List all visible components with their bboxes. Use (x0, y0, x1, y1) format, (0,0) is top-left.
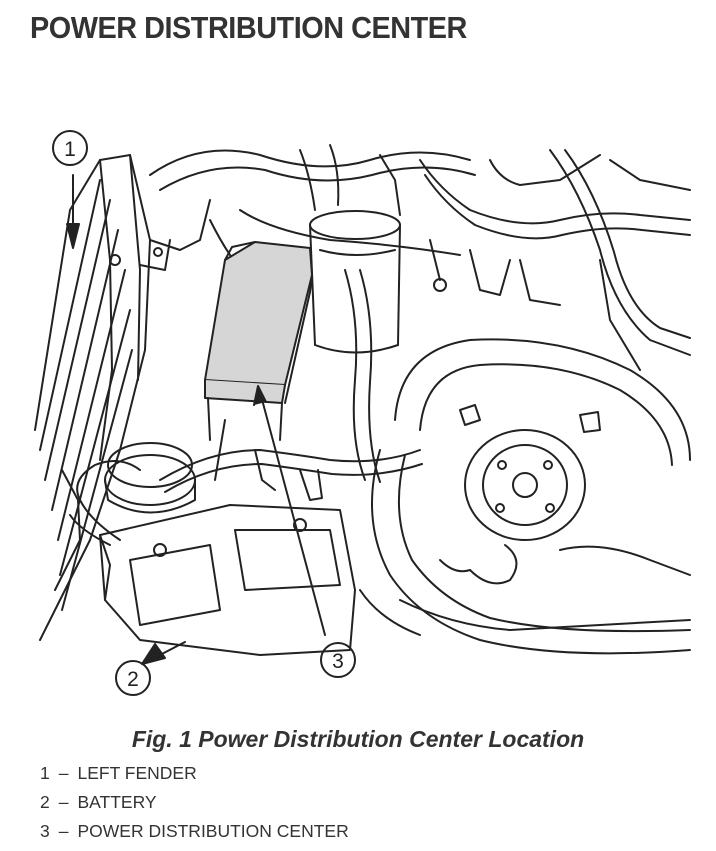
engine-bay-illustration: 1 2 3 (0, 120, 716, 710)
canister-drawing (104, 442, 196, 514)
power-distribution-center-drawing (204, 241, 313, 441)
legend-dash: – (58, 821, 69, 841)
legend-label: LEFT FENDER (77, 763, 197, 783)
page-title: POWER DISTRIBUTION CENTER (30, 10, 467, 45)
legend-item: 2–BATTERY (40, 791, 349, 820)
reservoir-drawing (309, 210, 401, 354)
legend-dash: – (58, 792, 69, 812)
pump-and-hose-drawing (371, 338, 691, 655)
battery-drawing (69, 460, 356, 656)
legend-item: 3–POWER DISTRIBUTION CENTER (40, 820, 349, 849)
upper-hoses-drawing (149, 144, 691, 356)
legend-item: 1–LEFT FENDER (40, 762, 349, 791)
lower-engine-drawing (359, 239, 691, 636)
callout-circle-3 (320, 642, 356, 678)
callout-circle-2 (115, 660, 151, 696)
callout-circle-1 (52, 130, 88, 166)
legend-label: BATTERY (77, 792, 157, 812)
legend-label: POWER DISTRIBUTION CENTER (77, 821, 349, 841)
legend-number: 2 (40, 792, 50, 812)
legend-dash: – (58, 763, 69, 783)
callout-number-1: 1 (64, 138, 76, 161)
figure-caption: Fig. 1 Power Distribution Center Locatio… (131, 726, 585, 752)
callout-leaders (66, 174, 326, 665)
legend-number: 3 (40, 821, 50, 841)
left-fender-drawing (34, 154, 211, 641)
legend-number: 1 (40, 763, 50, 783)
callout-legend: 1–LEFT FENDER 2–BATTERY 3–POWER DISTRIBU… (40, 762, 349, 849)
callout-number-3: 3 (332, 650, 344, 673)
callout-number-2: 2 (127, 668, 139, 691)
